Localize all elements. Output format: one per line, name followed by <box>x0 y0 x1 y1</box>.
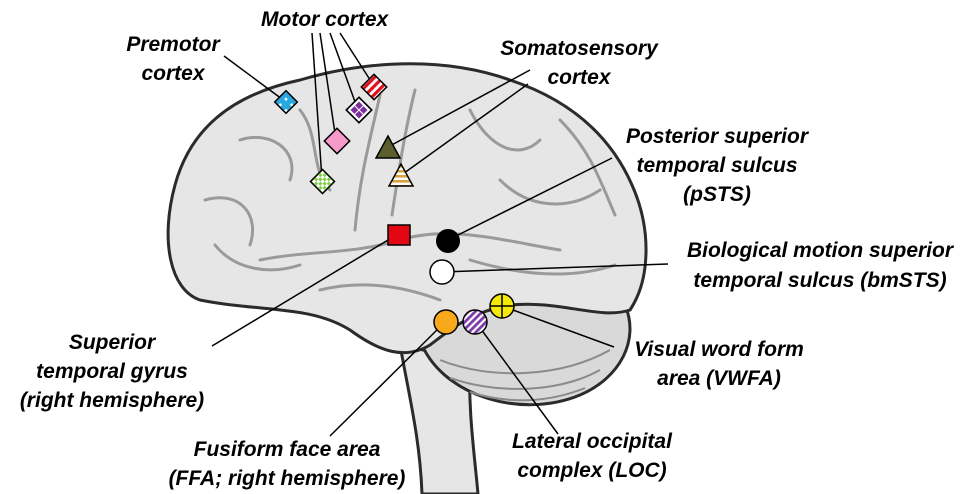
label-loc-line1: Lateral occipital <box>512 430 673 453</box>
label-psts-line2: temporal sulcus <box>636 154 797 177</box>
psts-marker <box>436 229 460 253</box>
label-psts-line3: (pSTS) <box>683 183 751 206</box>
label-ffa-line2: (FFA; right hemisphere) <box>169 467 406 490</box>
label-stg-line2: temporal gyrus <box>36 360 188 383</box>
label-premotor-line1: Premotor <box>126 33 221 56</box>
label-somato-line1: Somatosensory <box>500 37 659 60</box>
cerebrum <box>168 64 646 353</box>
label-vwfa-line2: area (VWFA) <box>657 367 781 390</box>
stg-marker <box>388 225 410 245</box>
label-psts-line1: Posterior superior <box>626 125 810 148</box>
label-loc-line2: complex (LOC) <box>517 459 666 482</box>
label-ffa-line1: Fusiform face area <box>194 438 381 461</box>
label-bmsts-line1: Biological motion superior <box>687 239 955 262</box>
label-bmsts-line2: temporal sulcus (bmSTS) <box>693 269 946 292</box>
loc-marker <box>463 310 487 334</box>
ffa-marker <box>434 310 458 334</box>
label-premotor-line2: cortex <box>141 62 205 85</box>
label-somato-line2: cortex <box>547 66 611 89</box>
label-stg-line3: (right hemisphere) <box>20 389 204 412</box>
bmsts-marker <box>430 260 454 284</box>
label-motor-cortex: Motor cortex <box>261 8 390 31</box>
label-vwfa-line1: Visual word form <box>634 338 804 361</box>
vwfa-marker <box>490 294 514 318</box>
label-stg-line1: Superior <box>69 331 157 354</box>
